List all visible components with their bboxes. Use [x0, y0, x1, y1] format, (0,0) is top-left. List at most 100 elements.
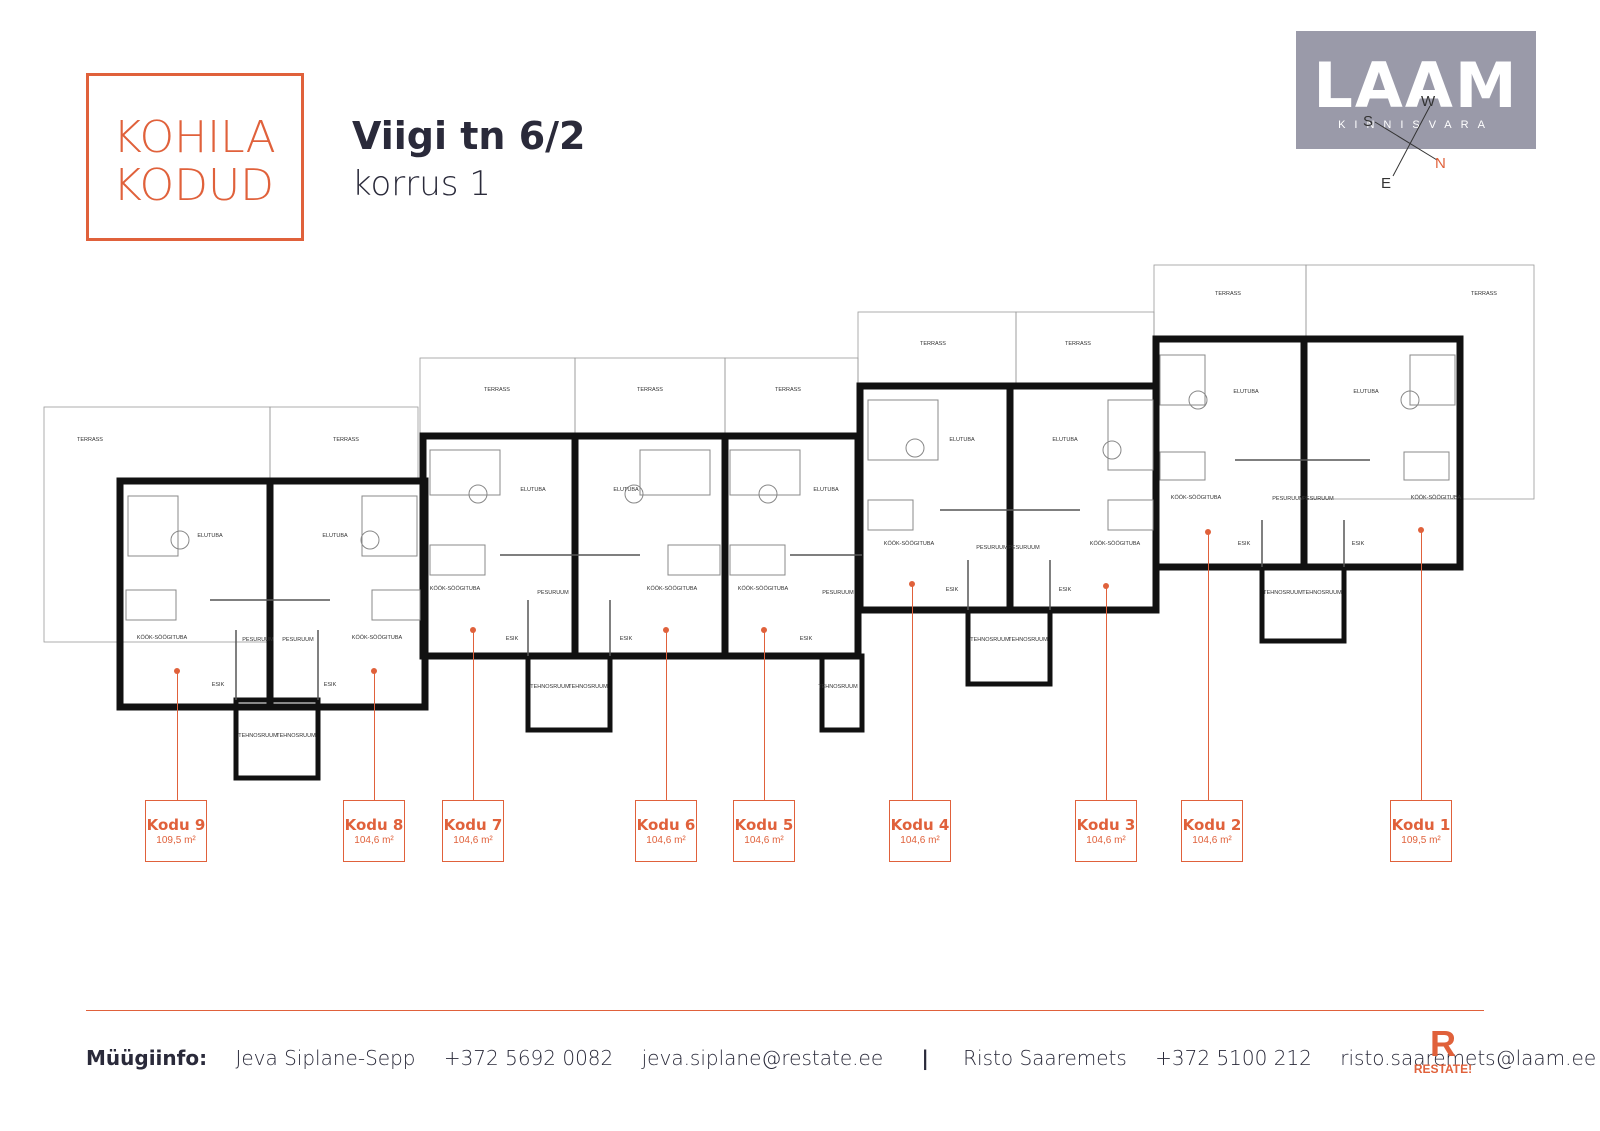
leader-dot: [174, 668, 180, 674]
room-label-living: ELUTUBA: [520, 487, 546, 493]
room-label-tech: TEHNOSRUUM: [276, 733, 316, 739]
unit-label-kodu-9[interactable]: Kodu 9 109,5 m²: [145, 800, 207, 862]
room-label-hall: ESIK: [620, 636, 633, 642]
terrace-kodu-3: [1015, 311, 1155, 385]
room-label-tech: TEHNOSRUUM: [1008, 637, 1048, 643]
room-label-living: ELUTUBA: [949, 437, 975, 443]
unit-label-kodu-5[interactable]: Kodu 5 104,6 m²: [733, 800, 795, 862]
agent-2-email[interactable]: risto.saaremets@laam.ee: [1340, 1046, 1597, 1070]
restate-wordmark: RESTATE!: [1413, 1062, 1473, 1076]
room-label-hall: ESIK: [1352, 541, 1365, 547]
agent-1-phone[interactable]: +372 5692 0082: [443, 1046, 614, 1070]
room-label-tech: TEHNOSRUUM: [530, 684, 570, 690]
compass-e: E: [1381, 175, 1391, 192]
brand-line-2: KODUD: [113, 160, 275, 211]
terrace-kodu-2: [1153, 264, 1307, 340]
room-label-kitchen: KÖÖK-SÖÖGITUBA: [137, 634, 188, 641]
room-label-living: ELUTUBA: [1052, 437, 1078, 443]
room-label-tech: TEHNOSRUUM: [818, 684, 858, 690]
room-label-kitchen: KÖÖK-SÖÖGITUBA: [884, 540, 935, 547]
unit-name: Kodu 2: [1182, 816, 1242, 834]
room-label-terrace: TERRASS: [1215, 291, 1241, 297]
agent-2-name: Risto Saaremets: [963, 1046, 1127, 1070]
terrace-kodu-7: [419, 357, 576, 437]
unit-label-kodu-3[interactable]: Kodu 3 104,6 m²: [1075, 800, 1137, 862]
room-label-terrace: TERRASS: [1471, 291, 1497, 297]
unit-label-kodu-6[interactable]: Kodu 6 104,6 m²: [635, 800, 697, 862]
room-label-living: ELUTUBA: [322, 533, 348, 539]
room-label-bath: PESURUUM: [1008, 545, 1040, 551]
floor-plan: TERRASS TERRASS TERRASS TERRASS TERRASS …: [43, 264, 1535, 781]
unit-label-kodu-7[interactable]: Kodu 7 104,6 m²: [442, 800, 504, 862]
agent-1-email[interactable]: jeva.siplane@restate.ee: [641, 1046, 884, 1070]
restate-logo: R RESTATE!: [1408, 1023, 1478, 1077]
compass-w: W: [1421, 93, 1436, 110]
room-label-tech: TEHNOSRUUM: [238, 733, 278, 739]
footer-contacts: Müügiinfo: Jeva Siplane-Sepp +372 5692 0…: [86, 1046, 1600, 1070]
footer-separator: |: [921, 1046, 929, 1070]
unit-label-kodu-2[interactable]: Kodu 2 104,6 m²: [1181, 800, 1243, 862]
leader-dot: [761, 627, 767, 633]
room-label-bath: PESURUUM: [242, 637, 274, 643]
leader-dot: [1103, 583, 1109, 589]
leader-line: [666, 630, 667, 800]
room-label-hall: ESIK: [1059, 587, 1072, 593]
room-label-hall: ESIK: [324, 682, 337, 688]
unit-label-kodu-1[interactable]: Kodu 1 109,5 m²: [1390, 800, 1452, 862]
entry-modules: [233, 564, 1347, 781]
agent-1-name: Jeva Siplane-Sepp: [235, 1046, 416, 1070]
page-title: Viigi tn 6/2: [352, 114, 586, 158]
leader-line: [177, 671, 178, 800]
room-label-living: ELUTUBA: [813, 487, 839, 493]
unit-area: 104,6 m²: [453, 835, 493, 846]
room-label-kitchen: KÖÖK-SÖÖGITUBA: [647, 585, 698, 592]
room-label-kitchen: KÖÖK-SÖÖGITUBA: [352, 634, 403, 641]
unit-label-kodu-4[interactable]: Kodu 4 104,6 m²: [889, 800, 951, 862]
room-label-bath: PESURUUM: [537, 590, 569, 596]
compass-icon: W S N E: [1363, 93, 1446, 192]
room-label-hall: ESIK: [212, 682, 225, 688]
unit-area: 104,6 m²: [354, 835, 394, 846]
terrace-kodu-4: [857, 311, 1017, 385]
room-label-kitchen: KÖÖK-SÖÖGITUBA: [1171, 494, 1222, 501]
room-label-terrace: TERRASS: [1065, 341, 1091, 347]
room-label-terrace: TERRASS: [333, 437, 359, 443]
agent-2-phone[interactable]: +372 5100 212: [1155, 1046, 1312, 1070]
unit-area: 109,5 m²: [1401, 835, 1441, 846]
compass-n: N: [1435, 155, 1446, 172]
agency-tagline: KINNISVARA: [1338, 119, 1494, 131]
unit-area: 109,5 m²: [156, 835, 196, 846]
terrace-kodu-1: [1305, 264, 1535, 500]
agency-name: LAAM: [1313, 49, 1519, 122]
leader-dot: [1418, 527, 1424, 533]
unit-name: Kodu 5: [734, 816, 794, 834]
agency-logo: LAAM KINNISVARA: [1296, 31, 1536, 149]
unit-label-kodu-8[interactable]: Kodu 8 104,6 m²: [343, 800, 405, 862]
leader-dot: [909, 581, 915, 587]
room-label-tech: TEHNOSRUUM: [1302, 590, 1342, 596]
unit-area: 104,6 m²: [744, 835, 784, 846]
sales-info-label: Müügiinfo:: [86, 1046, 208, 1070]
room-label-living: ELUTUBA: [1233, 389, 1259, 395]
unit-name: Kodu 3: [1076, 816, 1136, 834]
room-label-living: ELUTUBA: [613, 487, 639, 493]
room-label-terrace: TERRASS: [637, 387, 663, 393]
unit-area: 104,6 m²: [646, 835, 686, 846]
room-label-bath: PESURUUM: [1302, 496, 1334, 502]
room-label-tech: TEHNOSRUUM: [568, 684, 608, 690]
room-label-hall: ESIK: [946, 587, 959, 593]
room-label-living: ELUTUBA: [1353, 389, 1379, 395]
room-label-bath: PESURUUM: [1272, 496, 1304, 502]
furniture: [125, 354, 1456, 621]
room-label-bath: PESURUUM: [976, 545, 1008, 551]
leader-dot: [470, 627, 476, 633]
unit-area: 104,6 m²: [1192, 835, 1232, 846]
unit-name: Kodu 6: [636, 816, 696, 834]
room-label-bath: PESURUUM: [822, 590, 854, 596]
leader-line: [473, 630, 474, 800]
floor-subtitle: korrus 1: [352, 164, 491, 204]
leader-line: [374, 671, 375, 800]
leader-dot: [371, 668, 377, 674]
room-label-terrace: TERRASS: [77, 437, 103, 443]
restate-mark-icon: R: [1430, 1023, 1456, 1064]
